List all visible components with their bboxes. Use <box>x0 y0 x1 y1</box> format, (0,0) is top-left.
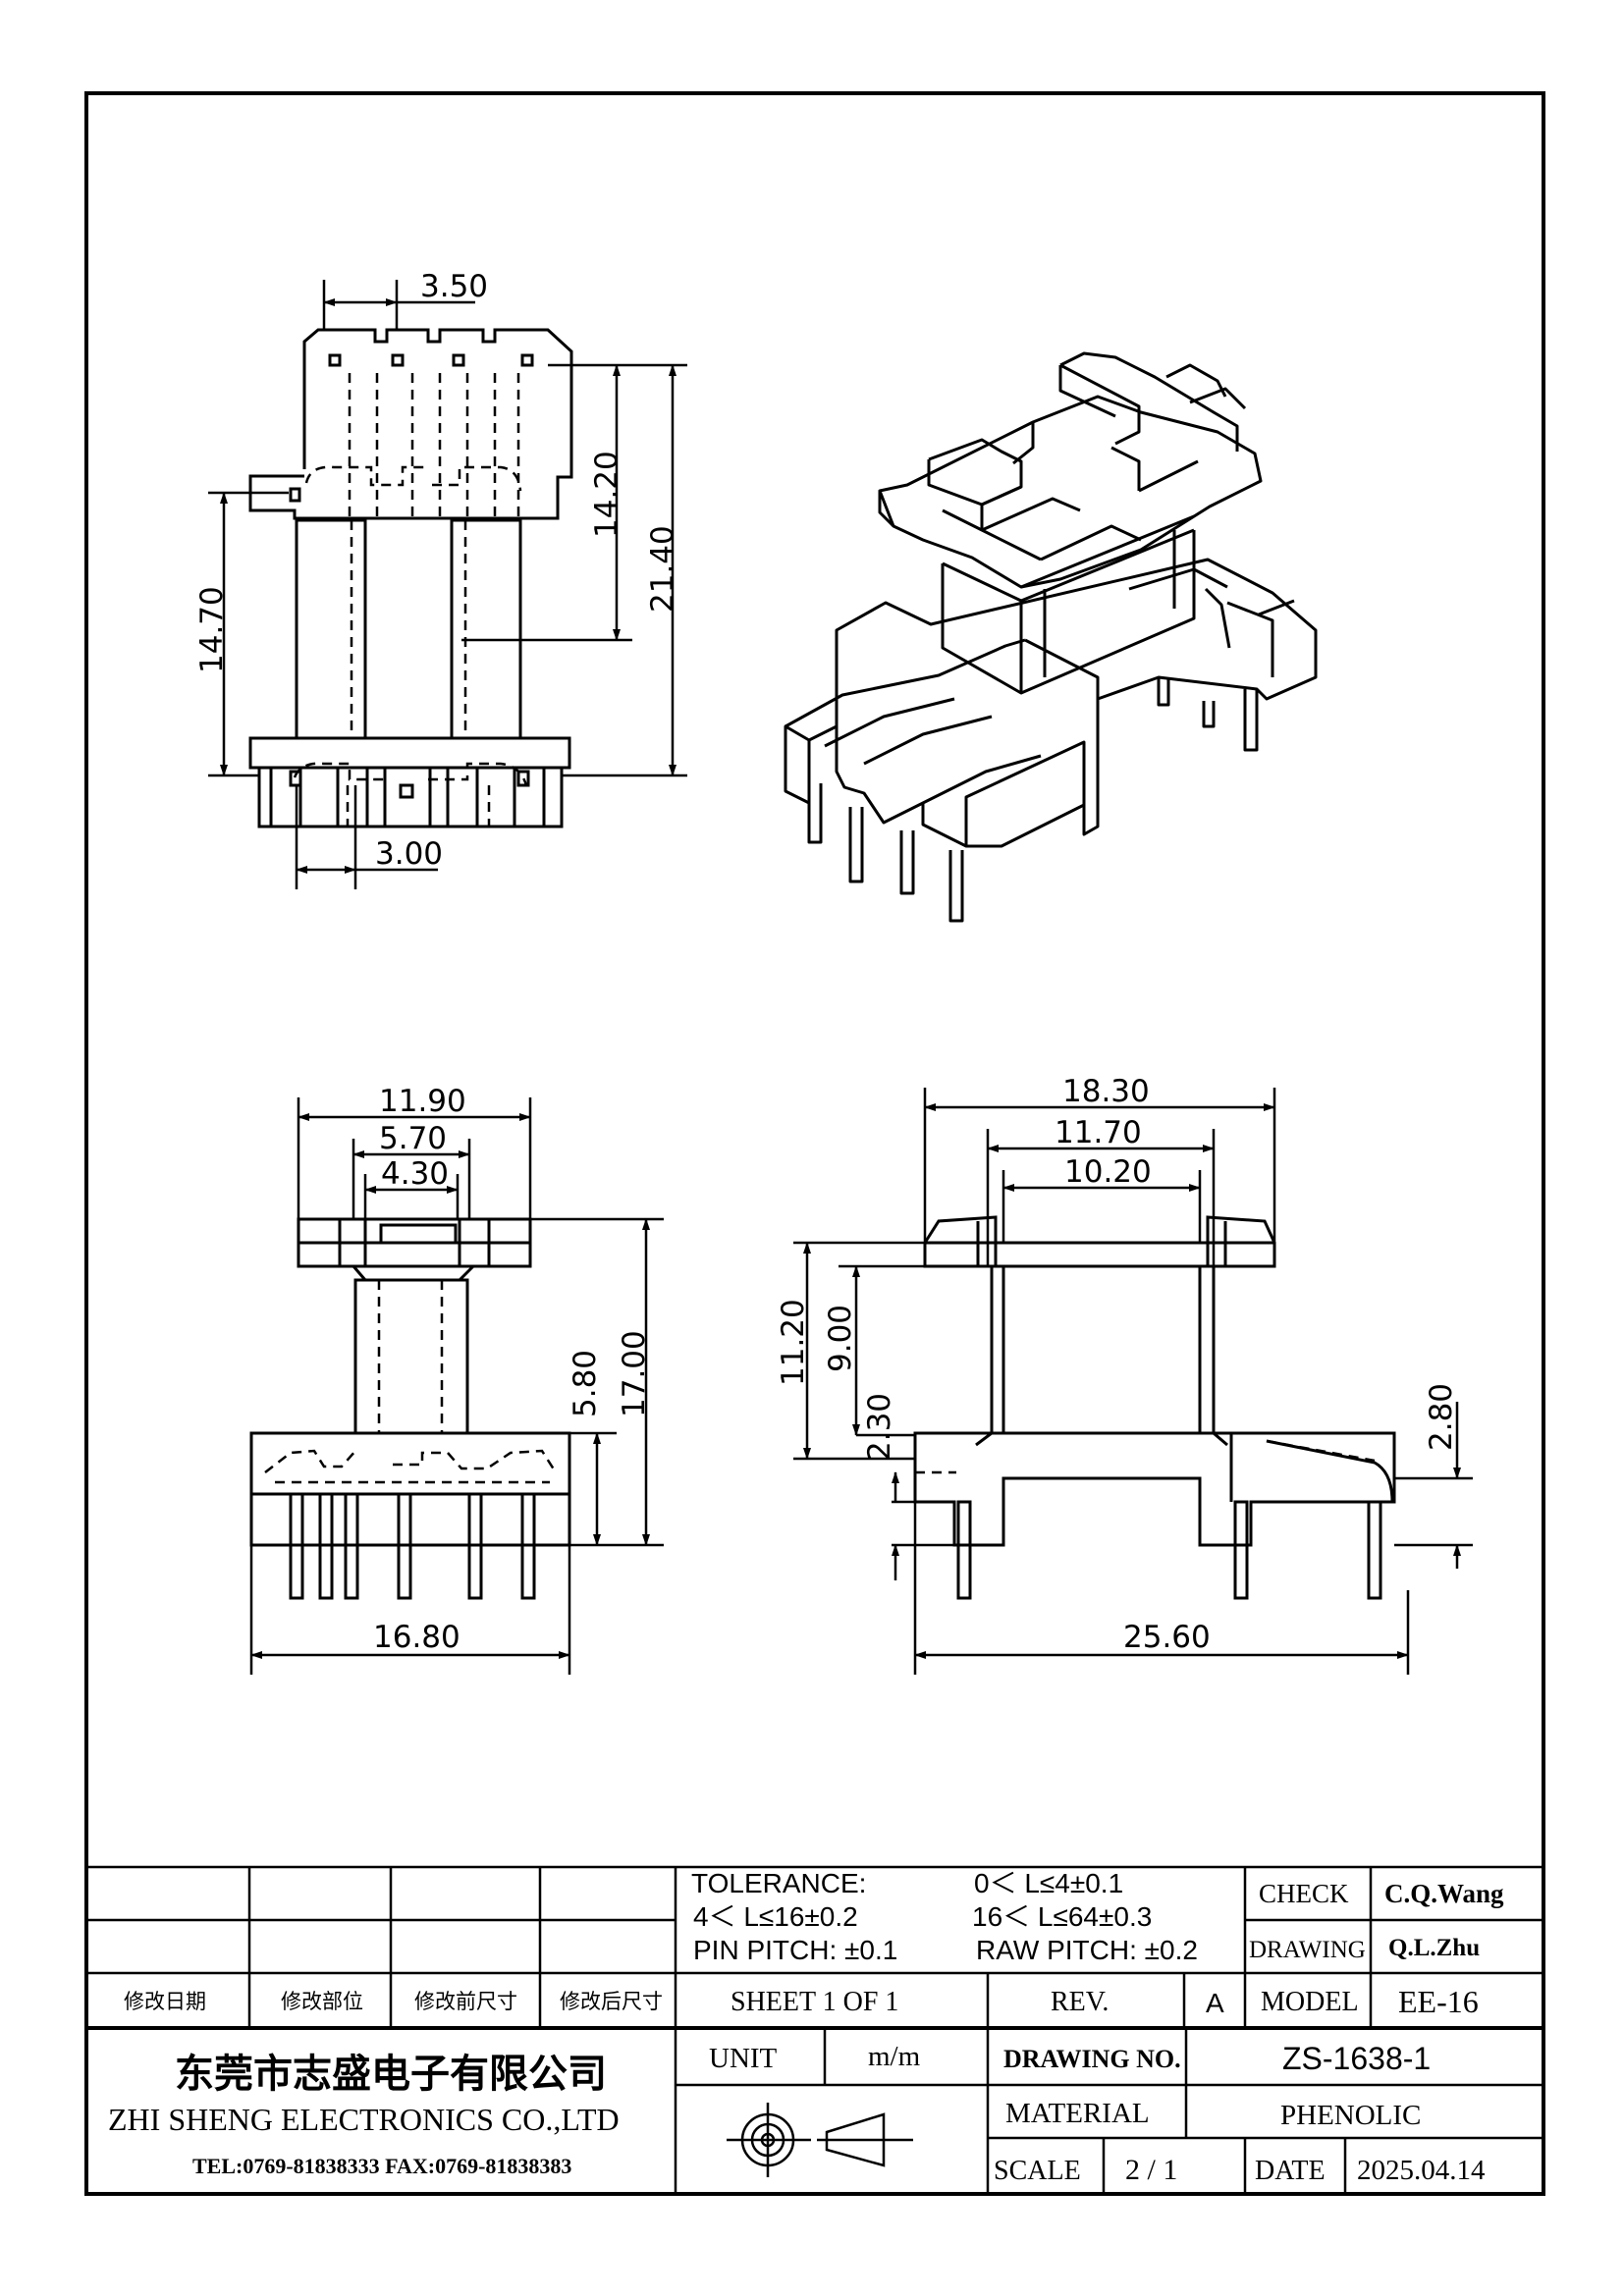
model-value: EE-16 <box>1398 1984 1479 2019</box>
dim-front-height-2: 9.00 <box>823 1305 858 1372</box>
rev-header-part: 修改部位 <box>281 1991 363 2013</box>
date-value: 2025.04.14 <box>1357 2155 1486 2186</box>
rev-header-date: 修改日期 <box>124 1991 206 2013</box>
dim-top-left-height: 14.70 <box>194 586 230 673</box>
rev-value: A <box>1206 1988 1224 2018</box>
rev-header-before: 修改前尺寸 <box>414 1991 517 2013</box>
scale-value: 2 / 1 <box>1125 2154 1177 2186</box>
check-value: C.Q.Wang <box>1384 1879 1504 1908</box>
title-block-lines <box>86 1865 1543 2194</box>
pin-pitch: PIN PITCH: ±0.1 <box>693 1935 897 1965</box>
dim-pin-spacing-bottom: 3.00 <box>375 836 443 872</box>
side-view-dims <box>249 1097 664 1675</box>
tolerance-3: 16＜ L≤64±0.3 <box>972 1901 1152 1932</box>
tolerance-label: TOLERANCE: <box>691 1868 866 1898</box>
projection-symbol-icon <box>727 2103 913 2177</box>
raw-pitch: RAW PITCH: ±0.2 <box>976 1935 1198 1965</box>
dim-side-inner-width: 5.70 <box>379 1121 447 1156</box>
material-label: MATERIAL <box>1005 2098 1150 2129</box>
dim-side-overall-height: 17.00 <box>617 1330 652 1417</box>
front-view-dims <box>793 1088 1473 1675</box>
sheet-info: SHEET 1 OF 1 <box>731 1987 898 2017</box>
date-label: DATE <box>1255 2156 1326 2186</box>
drawing-label: DRAWING <box>1249 1937 1366 1963</box>
dim-front-overall-width: 25.60 <box>1123 1620 1211 1655</box>
isometric-view <box>784 351 1318 923</box>
company-name-cn: 东莞市志盛电子有限公司 <box>175 2052 607 2096</box>
dim-side-base-height: 5.80 <box>568 1350 603 1417</box>
drawing-no-value: ZS-1638-1 <box>1282 2041 1431 2076</box>
sheet-border <box>84 91 1545 2196</box>
scale-label: SCALE <box>994 2156 1081 2186</box>
dim-pin-spacing-top: 3.50 <box>420 269 488 304</box>
rev-label: REV. <box>1051 1987 1109 2017</box>
dim-top-overall-height: 21.40 <box>645 525 680 613</box>
dim-front-height-1: 11.20 <box>776 1299 811 1386</box>
top-view-dims <box>208 280 687 889</box>
tolerance-2: 4＜ L≤16±0.2 <box>693 1901 858 1932</box>
company-contact: TEL:0769-81838333 FAX:0769-81838383 <box>192 2154 571 2178</box>
top-view <box>248 328 573 828</box>
dim-front-right-height: 2.80 <box>1424 1383 1459 1451</box>
dim-front-flange-width: 18.30 <box>1062 1074 1150 1109</box>
side-view <box>249 1217 571 1600</box>
dim-side-core-width: 4.30 <box>381 1156 449 1192</box>
front-view <box>913 1215 1396 1600</box>
drawing-no-label: DRAWING NO. <box>1003 2045 1181 2073</box>
rev-header-after: 修改后尺寸 <box>560 1991 663 2013</box>
tolerance-1: 0＜ L≤4±0.1 <box>974 1868 1123 1898</box>
dim-front-base-thickness: 2.30 <box>862 1393 897 1461</box>
material-value: PHENOLIC <box>1280 2100 1421 2131</box>
dim-side-base-width: 16.80 <box>373 1620 460 1655</box>
company-name-en: ZHI SHENG ELECTRONICS CO.,LTD <box>108 2102 620 2137</box>
drawing-value: Q.L.Zhu <box>1388 1935 1480 1961</box>
dim-side-flange-width: 11.90 <box>379 1084 466 1119</box>
dim-front-core-width: 10.20 <box>1064 1154 1152 1190</box>
check-label: CHECK <box>1259 1879 1349 1908</box>
model-label: MODEL <box>1261 1987 1359 2017</box>
unit-label: UNIT <box>709 2043 778 2074</box>
unit-value: m/m <box>868 2041 921 2072</box>
dim-front-inner-width: 11.70 <box>1055 1115 1142 1150</box>
dim-top-inner-height: 14.20 <box>589 451 624 538</box>
